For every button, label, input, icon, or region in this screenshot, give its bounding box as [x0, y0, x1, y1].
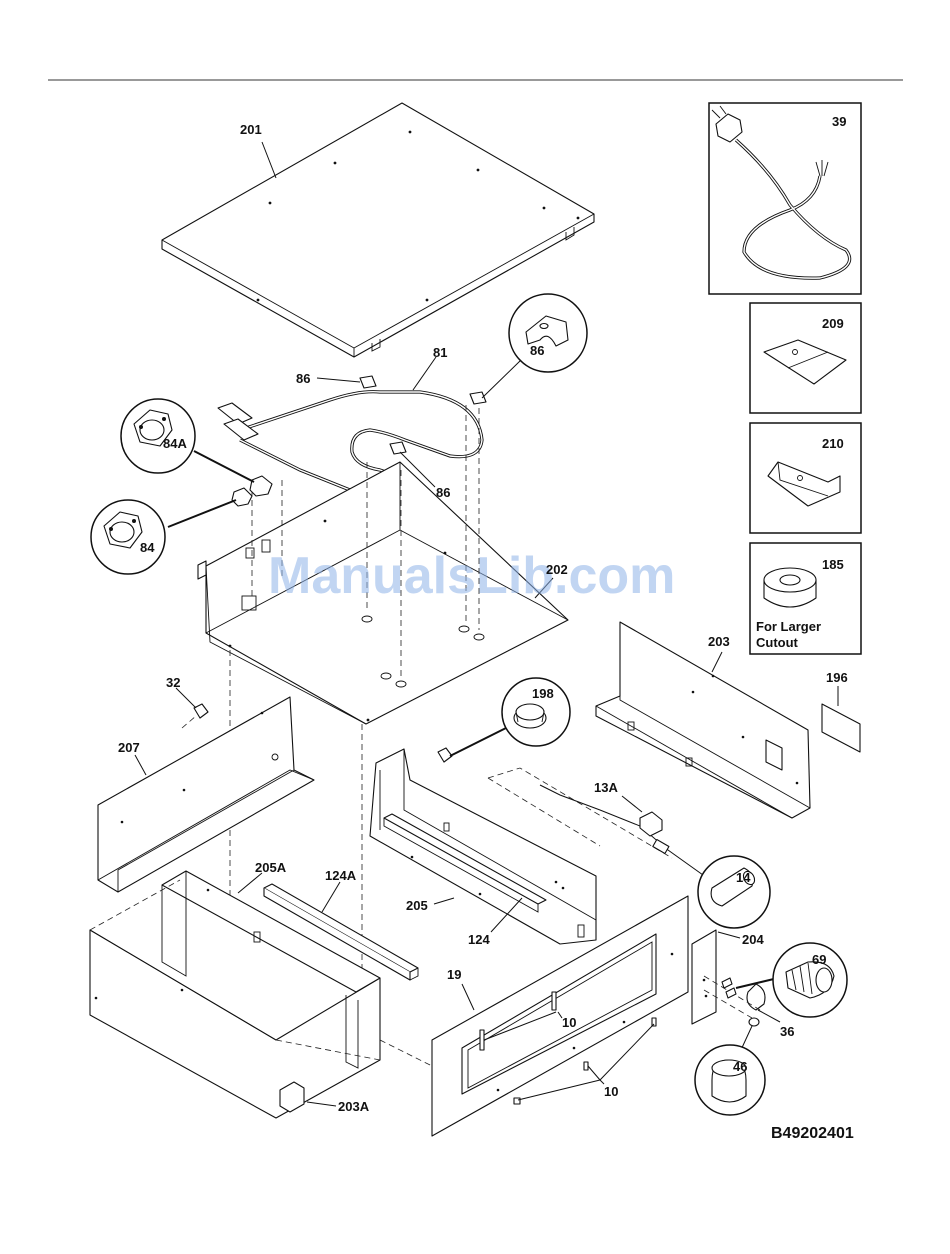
label-124a: 124A — [325, 868, 357, 883]
label-185: 185 — [822, 557, 844, 572]
label-203a: 203A — [338, 1099, 370, 1114]
diagram-code: B49202401 — [771, 1125, 854, 1142]
label-13a: 13A — [594, 780, 618, 795]
label-86-circle: 86 — [530, 343, 544, 358]
label-84: 84 — [140, 540, 155, 555]
label-205: 205 — [406, 898, 428, 913]
spacer-185-icon — [764, 568, 816, 607]
part-32-connector — [176, 688, 208, 718]
dash-bottom-front — [380, 1040, 440, 1070]
inset-note-line-1: For Larger — [756, 619, 821, 634]
label-196: 196 — [826, 670, 848, 685]
part-204-side-plate — [692, 930, 740, 1024]
label-124: 124 — [468, 932, 490, 947]
label-198: 198 — [532, 686, 554, 701]
label-209: 209 — [822, 316, 844, 331]
label-39: 39 — [832, 114, 846, 129]
inset-note-line-2: Cutout — [756, 635, 799, 650]
label-36: 36 — [780, 1024, 794, 1039]
label-69: 69 — [812, 952, 826, 967]
part-198-grommet — [438, 728, 506, 762]
part-205-center-panel — [370, 749, 596, 944]
label-86-left: 86 — [296, 371, 310, 386]
label-81: 81 — [433, 345, 447, 360]
label-10-upper: 10 — [562, 1015, 576, 1030]
watermark-text: ManualsLib.com — [268, 547, 675, 605]
part-203a-base-box — [90, 871, 380, 1118]
label-10-lower: 10 — [604, 1084, 618, 1099]
part-196-plate — [822, 686, 860, 752]
label-202: 202 — [546, 562, 568, 577]
grommet-198-icon — [514, 704, 546, 728]
label-203: 203 — [708, 634, 730, 649]
label-205a: 205A — [255, 860, 287, 875]
label-204: 204 — [742, 932, 764, 947]
label-84a: 84A — [163, 436, 187, 451]
label-19: 19 — [447, 967, 461, 982]
label-86-center: 86 — [436, 485, 450, 500]
label-32: 32 — [166, 675, 180, 690]
label-46: 46 — [733, 1059, 747, 1074]
label-210: 210 — [822, 436, 844, 451]
label-207: 207 — [118, 740, 140, 755]
label-14: 14 — [736, 870, 751, 885]
label-201: 201 — [240, 122, 262, 137]
